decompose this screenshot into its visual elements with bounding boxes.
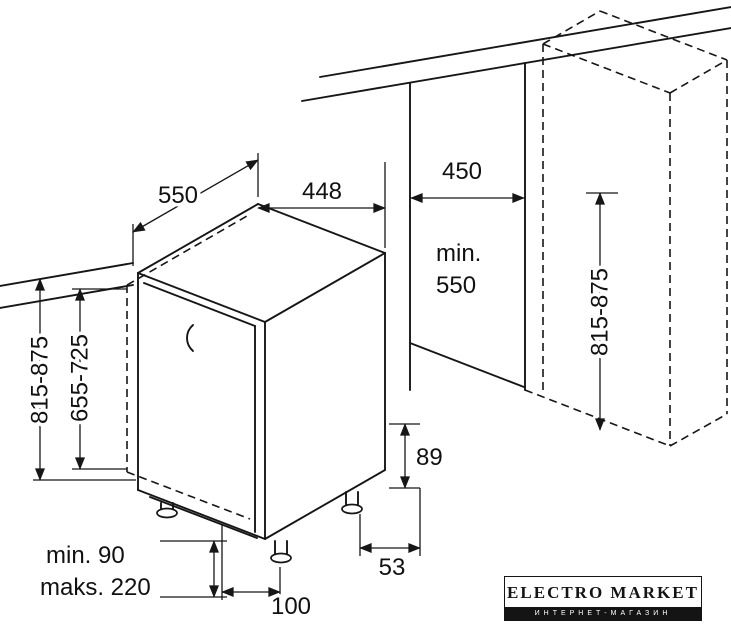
label-plinth-min-90: min. 90 xyxy=(46,542,125,569)
door-handle-arc xyxy=(186,324,194,352)
dishwasher-body xyxy=(137,203,386,540)
niche-opening xyxy=(409,62,526,391)
foot-left xyxy=(156,507,178,519)
dim-line-depth-550 xyxy=(132,159,259,233)
furniture-panel-dashed-outline xyxy=(126,215,251,520)
label-foot-53: 53 xyxy=(379,554,406,581)
label-panel-height-655-725: 655-725 xyxy=(67,334,94,422)
label-width-448: 448 xyxy=(302,178,342,205)
dimension-labels: 550 448 450 min. 550 815-875 655-725 815… xyxy=(23,155,617,624)
label-niche-depth-550: 550 xyxy=(436,272,476,299)
logo-title: ELECTRO MARKET xyxy=(507,583,699,602)
label-foot-100: 100 xyxy=(271,593,311,620)
foot-right xyxy=(341,503,363,515)
logo-subtitle: ИНТЕРНЕТ-МАГАЗИН xyxy=(534,610,672,617)
label-height-left-815-875: 815-875 xyxy=(27,336,54,424)
foot-front xyxy=(270,552,292,564)
label-base-89: 89 xyxy=(416,444,443,471)
dimension-extension-lines xyxy=(33,153,618,600)
worktop-lines xyxy=(0,6,731,309)
label-niche-width-450: 450 xyxy=(442,158,482,185)
electro-market-logo: ELECTRO MARKET ИНТЕРНЕТ-МАГАЗИН xyxy=(504,576,702,621)
adjustable-feet xyxy=(156,491,363,564)
label-plinth-max-220: maks. 220 xyxy=(40,574,151,601)
logo-subtitle-bar: ИНТЕРНЕТ-МАГАЗИН xyxy=(505,607,701,620)
label-depth-550: 550 xyxy=(158,182,198,209)
dimension-lines xyxy=(35,159,605,598)
label-niche-depth-min: min. xyxy=(436,240,481,267)
label-height-right-815-875: 815-875 xyxy=(587,268,614,356)
tall-cabinet-dashed-outline xyxy=(524,10,728,447)
